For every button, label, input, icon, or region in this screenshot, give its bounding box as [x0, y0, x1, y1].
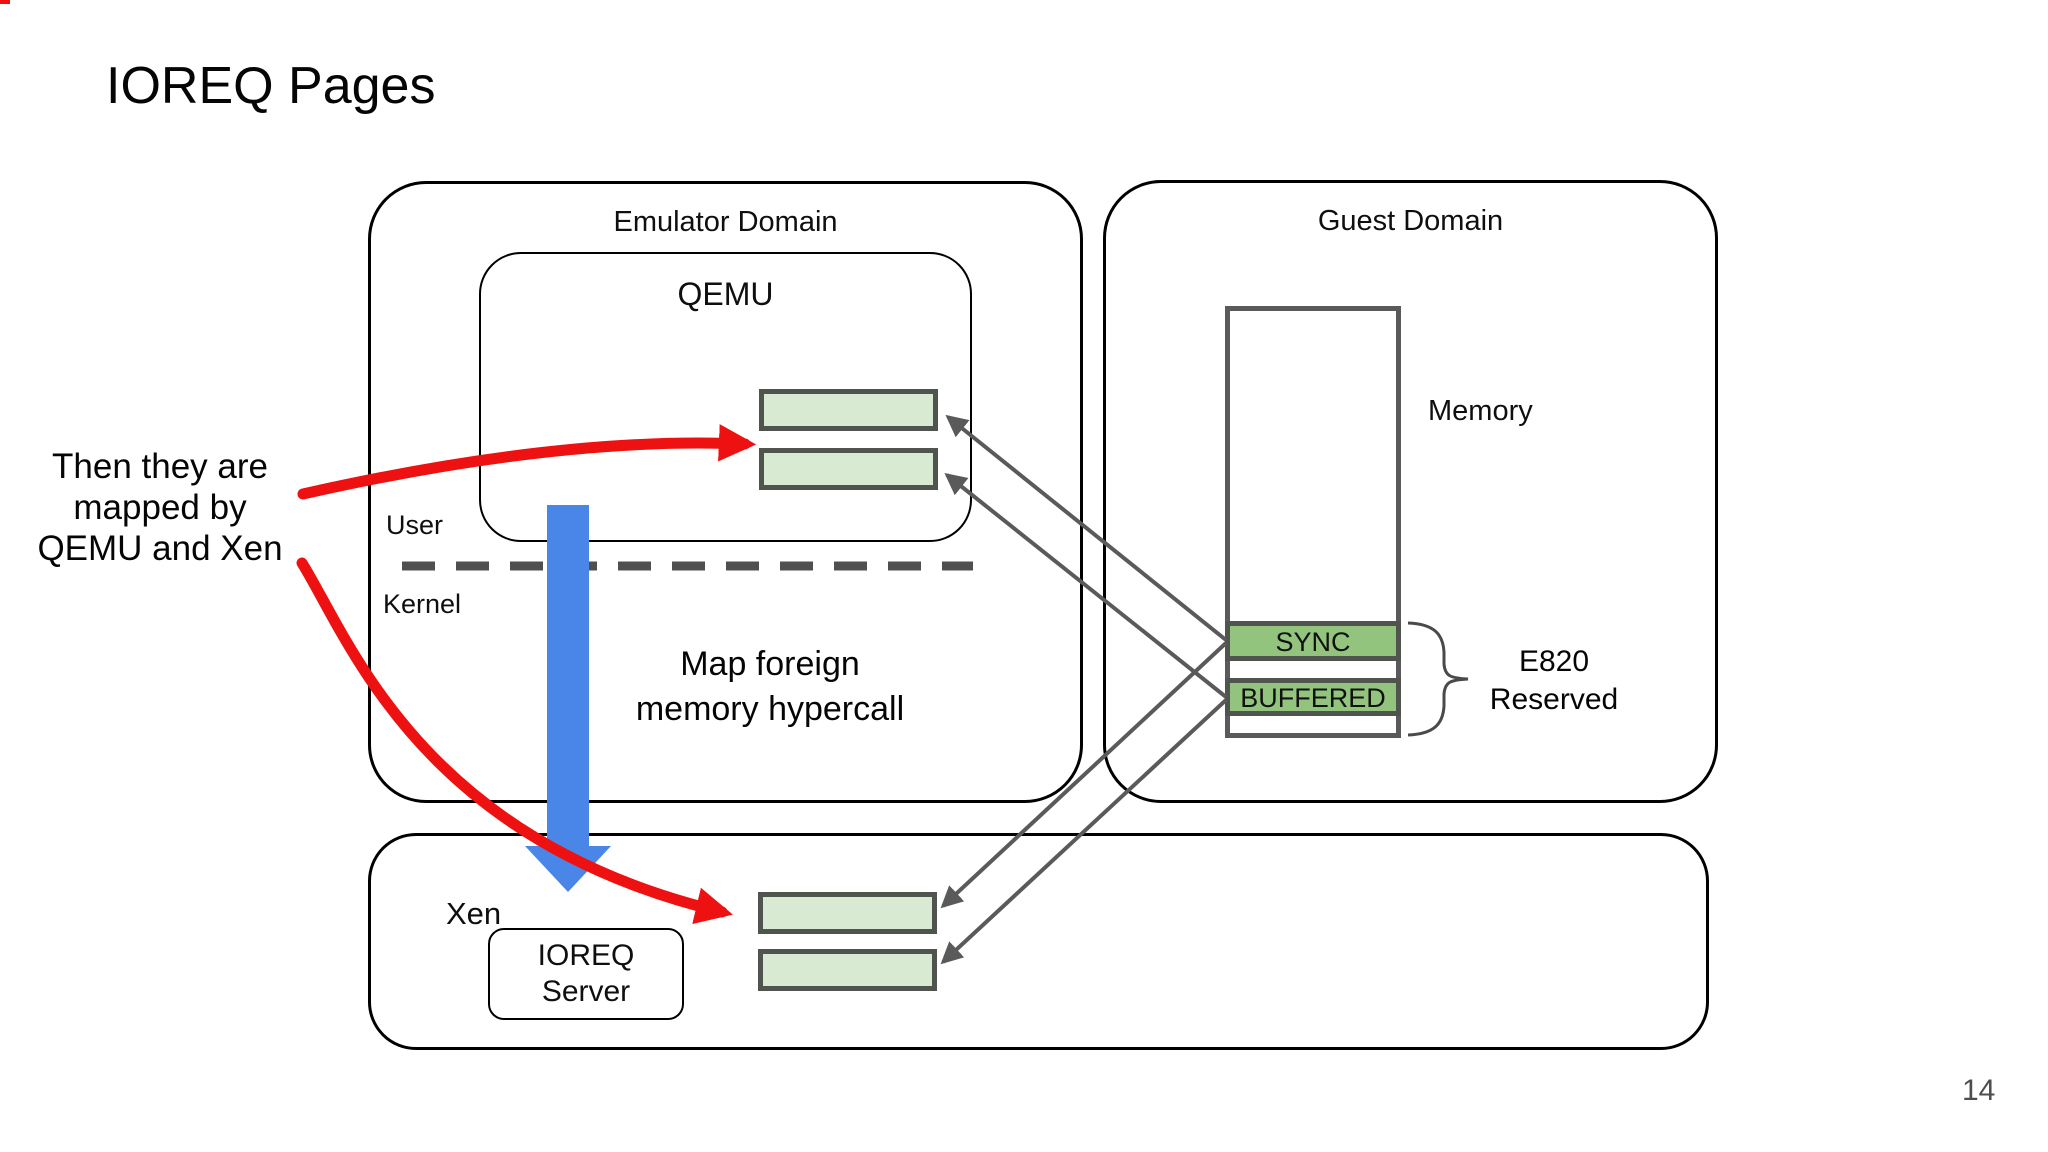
annotation-line-3: QEMU and Xen: [37, 529, 283, 568]
guest-domain-label: Guest Domain: [1317, 205, 1504, 237]
emulator-domain-label: Emulator Domain: [613, 206, 838, 238]
hypercall-label: Map foreign memory hypercall: [570, 642, 970, 732]
xen-ioreq-page-2: [758, 949, 937, 991]
e820-line-1: E820: [1518, 645, 1590, 678]
ioreq-server-line-2: Server: [541, 975, 631, 1008]
annotation-line-1: Then they are: [52, 447, 268, 486]
e820-line-2: Reserved: [1489, 683, 1619, 716]
ioreq-server-line-1: IOREQ: [537, 939, 635, 972]
slide-title: IOREQ Pages: [106, 57, 436, 115]
e820-reserved-label: E820 Reserved: [1464, 643, 1644, 719]
sync-ioreq-page: SYNC: [1225, 621, 1401, 661]
qemu-label: QEMU: [677, 276, 774, 312]
user-space-label: User: [386, 510, 444, 540]
hypercall-line-1: Map foreign: [680, 645, 860, 683]
guest-memory-column: [1225, 306, 1401, 738]
annotation-text: Then they are mapped by QEMU and Xen: [20, 446, 300, 569]
corner-red-mark: [0, 0, 10, 4]
qemu-ioreq-page-1: [759, 389, 938, 431]
memory-label: Memory: [1428, 395, 1533, 427]
xen-ioreq-page-1: [758, 892, 937, 934]
xen-label: Xen: [446, 896, 502, 931]
ioreq-server-box: IOREQ Server: [488, 928, 684, 1020]
kernel-space-label: Kernel: [383, 589, 462, 619]
page-number: 14: [1962, 1074, 1996, 1107]
qemu-ioreq-page-2: [759, 448, 938, 490]
buffered-ioreq-page: BUFFERED: [1225, 678, 1401, 716]
annotation-line-2: mapped by: [73, 488, 247, 527]
hypercall-line-2: memory hypercall: [635, 690, 905, 728]
